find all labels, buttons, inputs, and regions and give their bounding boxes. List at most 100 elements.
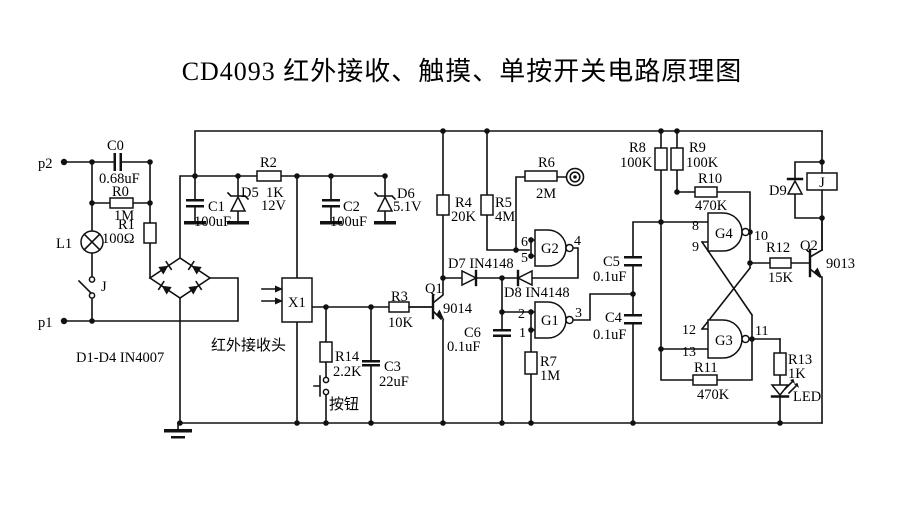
capacitor-c0 <box>113 153 122 171</box>
capacitor-c3 <box>362 360 380 367</box>
r9-value: 100K <box>686 155 719 171</box>
resistor-r12 <box>769 257 792 269</box>
d6-name: D6 <box>397 186 415 202</box>
r0-value: 1M <box>114 208 134 224</box>
bridge-label: D1-D4 IN4007 <box>76 350 164 366</box>
r9-name: R9 <box>689 140 706 156</box>
pushbutton-icon <box>313 375 330 397</box>
r11-name: R11 <box>694 360 718 376</box>
gate-g2-icon <box>534 229 574 267</box>
transistor-q2-icon <box>808 248 823 279</box>
c0-value: 0.68uF <box>99 171 140 187</box>
lamp-l1-icon <box>80 230 104 254</box>
capacitor-c2 <box>320 199 342 225</box>
diode-d7-icon <box>461 269 478 287</box>
diode-d8-icon <box>516 269 533 287</box>
ground-icon <box>164 422 192 439</box>
g1-name: G1 <box>541 313 559 329</box>
capacitor-c1 <box>184 199 206 225</box>
resistor-r5 <box>480 194 494 216</box>
g1-pin1: 1 <box>519 326 526 341</box>
r6-name: R6 <box>538 155 555 171</box>
gate-g3-icon <box>707 319 750 359</box>
r3-name: R3 <box>391 289 408 305</box>
g4-pin9: 9 <box>692 240 699 255</box>
d9-name: D9 <box>769 183 787 199</box>
r4-value: 20K <box>451 209 477 225</box>
c3-name: C3 <box>384 359 401 375</box>
r2-name: R2 <box>260 155 277 171</box>
g3-pin12: 12 <box>682 323 696 338</box>
x1-name: X1 <box>288 295 306 311</box>
r11-value: 470K <box>697 387 730 403</box>
ir-receiver-x1 <box>261 277 313 323</box>
g1-pin2: 2 <box>518 307 525 322</box>
resistor-r8 <box>654 147 668 171</box>
c5-value: 0.1uF <box>593 269 626 285</box>
relay-j <box>806 172 838 191</box>
page-title: CD4093 红外接收、触摸、单按开关电路原理图 <box>182 57 743 86</box>
r1-value: 100Ω <box>102 231 135 247</box>
capacitor-c5 <box>624 256 642 267</box>
resistor-r11 <box>692 374 718 386</box>
relay-label: J <box>819 175 825 191</box>
g4-pin10: 10 <box>754 229 768 244</box>
r14-name: R14 <box>335 349 360 365</box>
c3-value: 22uF <box>379 374 409 390</box>
r2-value: 1K <box>266 185 284 201</box>
junction-dots <box>60 128 825 426</box>
r5-value: 4M <box>495 209 515 225</box>
resistor-r4 <box>436 194 450 216</box>
g2-pin4: 4 <box>574 234 581 249</box>
g3-name: G3 <box>715 333 733 349</box>
l1-name: L1 <box>56 236 72 252</box>
capacitor-c4 <box>624 314 642 325</box>
button-label: 按钮 <box>329 396 359 413</box>
r14-value: 2.2K <box>333 364 362 380</box>
c4-value: 0.1uF <box>593 327 626 343</box>
ir-receiver-label: 红外接收头 <box>211 337 286 354</box>
c1-name: C1 <box>208 199 225 215</box>
q1-name: Q1 <box>425 281 443 297</box>
gate-g1-icon <box>534 301 574 339</box>
r8-name: R8 <box>629 140 646 156</box>
resistor-r2 <box>256 170 282 182</box>
r13-name: R13 <box>788 352 812 368</box>
g1-pin3: 3 <box>575 306 582 321</box>
capacitor-c6 <box>493 329 511 337</box>
c2-value: 100uF <box>330 214 367 230</box>
touch-electrode-icon <box>565 167 585 187</box>
c6-value: 0.1uF <box>447 339 480 355</box>
led-icon <box>770 379 799 398</box>
d5-name: D5 <box>241 185 259 201</box>
resistor-r0 <box>109 197 134 209</box>
resistor-r14 <box>319 341 333 363</box>
r4-name: R4 <box>455 195 473 211</box>
zener-d6-icon <box>373 191 397 225</box>
r7-value: 1M <box>540 368 560 384</box>
bridge-rectifier-icon <box>148 257 212 299</box>
g2-name: G2 <box>541 241 559 257</box>
g4-name: G4 <box>715 226 733 242</box>
resistor-r7 <box>524 351 538 375</box>
g4-pin8: 8 <box>692 219 699 234</box>
resistor-r1 <box>143 222 157 244</box>
switch-j-icon <box>77 276 96 299</box>
q1-value: 9014 <box>443 301 473 317</box>
terminal-p1-label: p1 <box>38 315 53 331</box>
d8-label: D8 IN4148 <box>504 285 570 301</box>
d6-value: 5.1V <box>393 199 422 215</box>
r1-name: R1 <box>118 217 135 233</box>
r6-value: 2M <box>536 186 556 202</box>
led-label: LED <box>793 389 821 405</box>
gate-g4-icon <box>707 212 750 252</box>
g2-pin6: 6 <box>521 235 528 250</box>
d7-label: D7 IN4148 <box>448 256 514 272</box>
r8-value: 100K <box>620 155 653 171</box>
c0-name: C0 <box>107 138 124 154</box>
g2-pin5: 5 <box>521 251 528 266</box>
r5-name: R5 <box>495 195 512 211</box>
r12-value: 15K <box>768 270 794 286</box>
